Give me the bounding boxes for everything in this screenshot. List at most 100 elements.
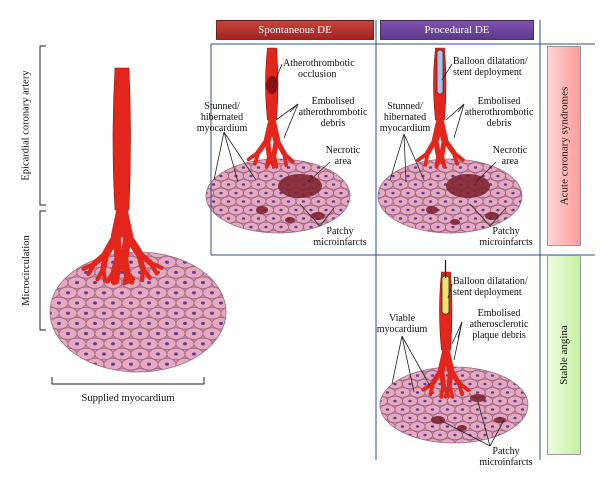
myocyte-nucleus xyxy=(371,425,374,428)
myocyte-nucleus xyxy=(219,301,223,305)
myocyte-cell xyxy=(385,159,401,165)
myocyte-nucleus xyxy=(534,166,537,169)
annotation-leader-line xyxy=(451,321,463,345)
myocyte-nucleus xyxy=(138,332,142,336)
artery-branch xyxy=(114,267,121,285)
bracket-epicardial xyxy=(39,45,46,206)
artery-branch xyxy=(125,269,135,285)
myocyte-cell xyxy=(94,368,114,372)
myocardium-tissue xyxy=(50,252,241,376)
myocyte-nucleus xyxy=(210,352,214,356)
myocyte-nucleus xyxy=(50,332,52,336)
myocyte-nucleus xyxy=(398,200,403,203)
myocyte-nucleus xyxy=(271,217,276,220)
myocyte-nucleus xyxy=(526,209,529,212)
myocyte-nucleus xyxy=(371,408,374,411)
myocyte-nucleus xyxy=(534,200,537,203)
artery-branch xyxy=(447,383,455,399)
annotation-leader-line xyxy=(441,63,453,81)
microinfarct-patch xyxy=(426,206,438,214)
annotation-leader-line xyxy=(403,133,407,183)
myocyte-nucleus xyxy=(57,321,61,325)
artery-branch xyxy=(86,261,97,277)
myocyte-cell xyxy=(340,213,350,224)
myocyte-nucleus xyxy=(528,417,531,420)
myocyte-nucleus xyxy=(227,234,230,237)
myocyte-nucleus xyxy=(363,366,366,369)
myocyte-nucleus xyxy=(84,373,88,376)
myocyte-cell xyxy=(235,230,252,233)
myocyte-nucleus xyxy=(234,159,238,161)
myocyte-nucleus xyxy=(219,362,223,366)
myocyte-nucleus xyxy=(339,191,343,195)
myocyte-cell xyxy=(220,252,226,259)
annotation-leader-line xyxy=(389,133,405,181)
myocyte-nucleus xyxy=(197,166,200,169)
myocyte-nucleus xyxy=(237,322,241,325)
myocyte-nucleus xyxy=(384,234,387,237)
myocyte-nucleus xyxy=(249,174,253,178)
myocyte-nucleus xyxy=(498,399,502,403)
myocyte-cell xyxy=(220,347,226,360)
myocyte-cell xyxy=(492,367,508,373)
label-line: myocardium xyxy=(196,123,248,134)
epicardial-coronary-artery-text: Epicardial coronary artery xyxy=(20,69,32,181)
myocyte-nucleus xyxy=(234,208,238,212)
label-necrotic-area-2: Necrotic area xyxy=(490,145,530,167)
annotation-leader-line xyxy=(453,321,463,361)
myocyte-nucleus xyxy=(475,425,480,428)
myocyte-nucleus xyxy=(84,252,88,254)
myocyte-nucleus xyxy=(399,234,402,237)
microinfarct-patch xyxy=(446,174,490,198)
myocyte-cell xyxy=(50,266,60,279)
myocyte-nucleus xyxy=(129,342,133,346)
myocyte-cell xyxy=(512,213,522,224)
myocyte-nucleus xyxy=(66,373,70,376)
myocyte-cell xyxy=(67,256,87,269)
myocyte-nucleus xyxy=(102,311,106,315)
myocyte-cell xyxy=(522,395,528,407)
annotation-leader-line xyxy=(447,283,453,299)
annotation-leader-line xyxy=(457,103,465,113)
myocyte-cell xyxy=(184,222,199,232)
annotation-leader-line xyxy=(489,419,505,447)
myocyte-nucleus xyxy=(361,209,364,212)
label-stunned-hibernated-myocardium-1: Stunned/ hibernated myocardium xyxy=(188,101,256,134)
microinfarct-patch xyxy=(494,417,506,423)
myocyte-nucleus xyxy=(206,208,208,212)
myocyte-cell xyxy=(407,230,424,233)
myocyte-nucleus xyxy=(147,362,151,366)
label-line: microinfarcts xyxy=(479,457,533,468)
myocyte-cell xyxy=(206,230,222,233)
myocyte-nucleus xyxy=(102,332,106,336)
myocyte-nucleus xyxy=(468,416,472,420)
myocyte-nucleus xyxy=(380,382,382,386)
myocyte-cell xyxy=(211,256,226,269)
myocyte-cell xyxy=(206,230,207,233)
myocyte-nucleus xyxy=(183,281,187,285)
label-line: Viable xyxy=(388,313,416,324)
myocyte-nucleus xyxy=(309,159,313,161)
myocyte-nucleus xyxy=(75,321,79,325)
annotation-leader-line xyxy=(477,401,491,447)
myocyte-nucleus xyxy=(165,260,169,264)
myocyte-nucleus xyxy=(129,260,133,264)
myocyte-nucleus xyxy=(120,332,124,336)
myocyte-cell xyxy=(505,170,521,182)
microinfarct-patch xyxy=(470,394,486,402)
label-line: Stunned/ xyxy=(204,101,240,112)
acute-coronary-syndromes-text: Acute coronary syndromes xyxy=(558,86,570,206)
myocyte-cell xyxy=(358,430,373,440)
annotation-leader-line xyxy=(275,103,299,121)
myocyte-nucleus xyxy=(430,374,435,377)
myocyte-nucleus xyxy=(57,301,61,305)
myocyte-nucleus xyxy=(201,260,205,264)
label-line: atherosclerotic xyxy=(469,319,529,330)
balloon-catheter-stable xyxy=(441,275,450,315)
myocyte-nucleus xyxy=(66,311,70,315)
label-viable-myocardium: Viable myocardium xyxy=(371,313,433,335)
myocyte-nucleus xyxy=(286,200,291,203)
myocyte-cell xyxy=(206,162,222,173)
myocyte-nucleus xyxy=(453,451,456,454)
